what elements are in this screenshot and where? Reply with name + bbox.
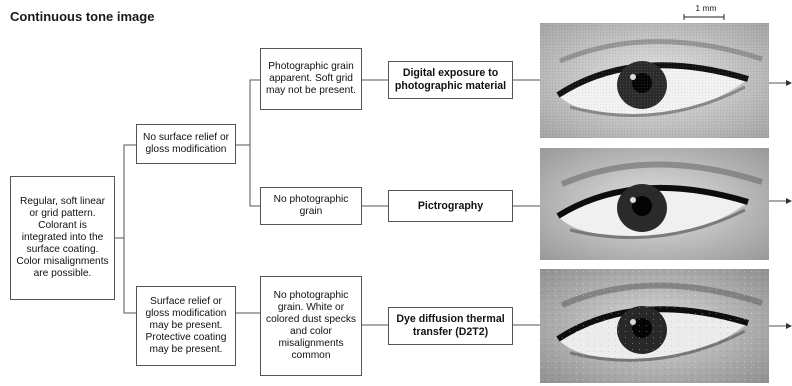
result-digital-box: Digital exposure to photographic materia…: [388, 61, 513, 99]
no-grain-box: No photographic grain: [260, 187, 362, 225]
connector-to-grain: [236, 79, 260, 146]
arrowhead-1: [786, 80, 792, 86]
eye-image-pictrography: [540, 148, 769, 260]
result-pictrography-box: Pictrography: [388, 190, 513, 222]
relief-box: Surface relief or gloss modification may…: [136, 286, 236, 366]
scale-bar-label: 1 mm: [695, 3, 717, 13]
eye-image-digital: [540, 23, 769, 138]
root-box: Regular, soft linear or grid pattern. Co…: [10, 176, 115, 300]
arrowhead-2: [786, 198, 792, 204]
grain-box: Photographic grain apparent. Soft grid m…: [260, 48, 362, 110]
dust-box: No photographic grain. White or colored …: [260, 276, 362, 376]
connector-root-to-no-relief: [115, 144, 136, 239]
result-d2t2-box: Dye diffusion thermal transfer (D2T2): [388, 307, 513, 345]
diagram-title: Continuous tone image: [10, 9, 155, 24]
no-relief-box: No surface relief or gloss modification: [136, 124, 236, 164]
arrowhead-3: [786, 323, 792, 329]
connector-to-no-grain: [249, 145, 260, 207]
scale-bar: [683, 14, 725, 20]
eye-image-d2t2: [540, 269, 769, 383]
connector-root-to-relief: [123, 238, 136, 314]
